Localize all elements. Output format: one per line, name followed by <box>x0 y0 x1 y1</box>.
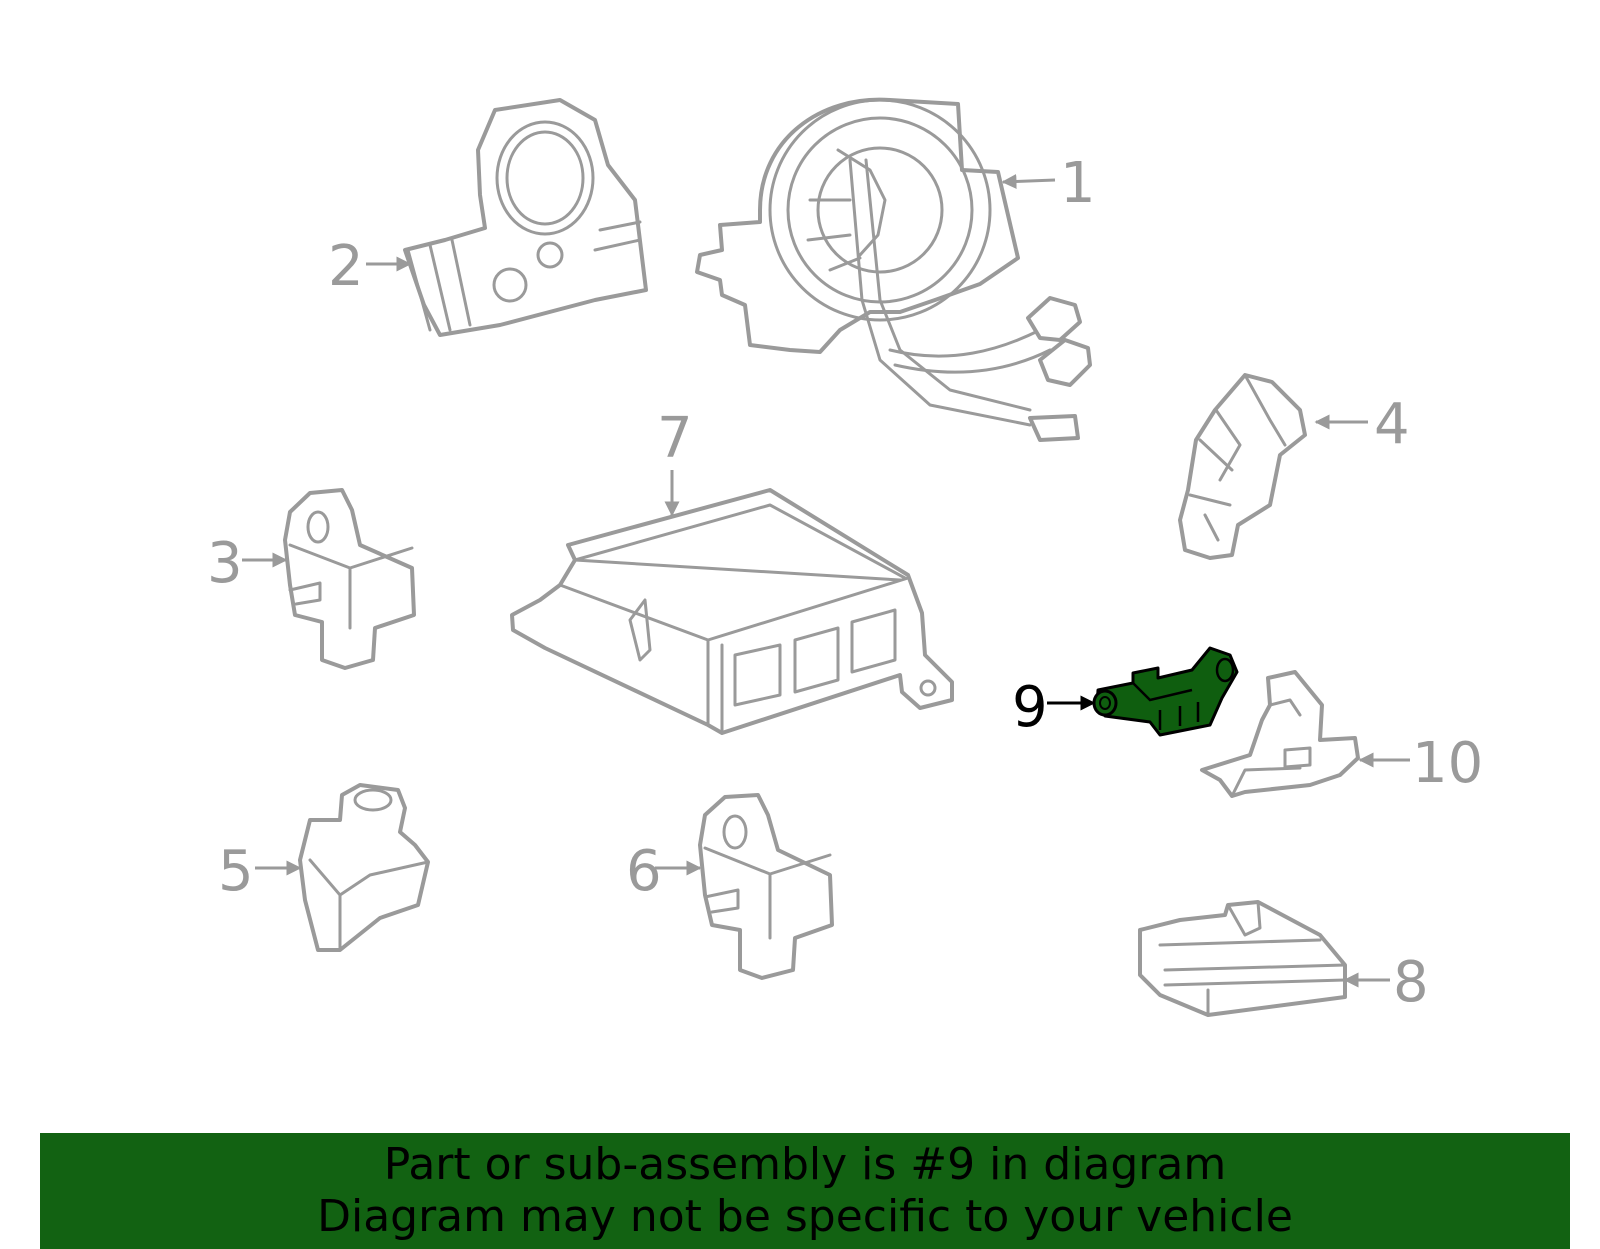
callout-labels: 1 2 3 4 5 6 7 8 9 10 <box>207 151 1483 1015</box>
callout-2[interactable]: 2 <box>328 234 364 299</box>
part-8-module[interactable] <box>1138 900 1347 1017</box>
callout-1[interactable]: 1 <box>1060 151 1096 216</box>
callout-5[interactable]: 5 <box>218 839 254 904</box>
callout-9[interactable]: 9 <box>1012 675 1048 740</box>
callout-6[interactable]: 6 <box>626 839 662 904</box>
part-7-control-module[interactable] <box>510 488 954 735</box>
callout-4[interactable]: 4 <box>1374 392 1410 457</box>
part-4-side-sensor[interactable] <box>1178 373 1307 560</box>
part-1-clock-spring[interactable] <box>695 97 1092 442</box>
banner-line-2: Diagram may not be specific to your vehi… <box>317 1191 1293 1242</box>
part-2-steering-sensor[interactable] <box>403 98 648 337</box>
callout-leaders <box>242 173 1410 988</box>
part-9-sensor-highlighted[interactable] <box>1092 646 1239 737</box>
callout-8[interactable]: 8 <box>1393 950 1429 1015</box>
part-3-impact-sensor[interactable] <box>283 488 416 670</box>
part-6-impact-sensor[interactable] <box>698 793 834 980</box>
callout-10[interactable]: 10 <box>1412 731 1483 796</box>
part-10-bracket[interactable] <box>1200 670 1360 798</box>
part-5-sensor[interactable] <box>298 783 430 952</box>
banner-line-1: Part or sub-assembly is #9 in diagram <box>383 1139 1227 1190</box>
info-banner: Part or sub-assembly is #9 in diagram Di… <box>40 1133 1570 1249</box>
callout-3[interactable]: 3 <box>207 531 243 596</box>
leader-1 <box>1001 173 1056 189</box>
callout-7[interactable]: 7 <box>657 406 693 471</box>
